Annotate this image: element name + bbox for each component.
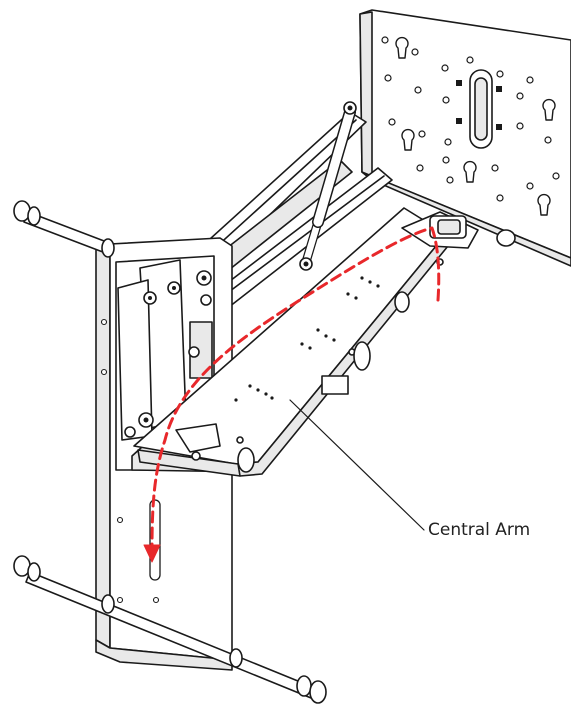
arm-holes (234, 276, 380, 402)
cable-route-path (150, 226, 441, 550)
bottom-rod (13, 555, 327, 704)
top-rod (13, 200, 115, 258)
central-arm-shape (131, 207, 516, 477)
plate-holes (381, 36, 560, 202)
callout-leader-line (289, 399, 425, 531)
cable-route-arrows (150, 226, 441, 550)
keyhole-slots (395, 36, 556, 216)
central-arm-label: Central Arm (428, 520, 531, 540)
cable-route-arrowhead (143, 544, 161, 563)
hinge-assembly (117, 259, 213, 441)
gas-spring (299, 101, 357, 271)
